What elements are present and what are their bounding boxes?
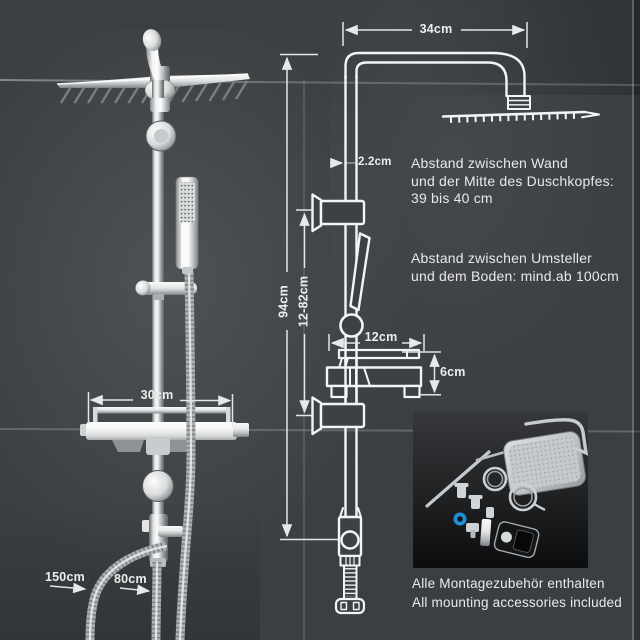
shower-shelf	[80, 407, 249, 455]
wall-edge-right	[634, 0, 640, 640]
dim-12cm-line	[328, 334, 425, 351]
diagram-upper-bracket	[311, 193, 366, 233]
inset-shower-head	[503, 431, 586, 496]
inset-pipe-clamps	[454, 483, 494, 518]
wall-distance-line2: und der Mitte des Duschkopfes:	[411, 172, 614, 189]
wall-shade-top-right	[400, 0, 640, 95]
diagram-hose	[334, 564, 366, 615]
diagram-shower-column	[311, 51, 600, 615]
inset-tee-fitting	[466, 523, 479, 538]
dim-6cm-line	[402, 351, 441, 396]
diverter-knob	[142, 470, 174, 502]
inset-screws	[436, 502, 451, 519]
tile-grout-vertical-right	[632, 0, 634, 640]
floor-distance-line2: und dem Boden: mind.ab 100cm	[411, 267, 619, 284]
diagram-rain-head	[441, 110, 600, 123]
diagram-diverter	[337, 507, 363, 567]
mounting-rod	[425, 450, 491, 508]
dim-34cm-line	[342, 22, 528, 48]
inset-caption-en: All mounting accessories included	[412, 595, 622, 610]
wall-shade-bottom-left	[0, 500, 260, 640]
hose-length-arrows	[49, 582, 151, 596]
dim-94cm-line	[280, 53, 344, 541]
slider-clamp	[135, 280, 197, 300]
hand-shower	[175, 176, 199, 274]
supply-hose-straight	[156, 562, 157, 640]
diagram-hand-shower	[339, 232, 371, 338]
floor-distance-note: Abstand zwischen Umsteller und dem Boden…	[411, 250, 619, 285]
inset-blue-seal-ring	[453, 512, 467, 526]
inset-hose-coils	[482, 466, 546, 512]
dim-94cm-label: 94cm	[276, 285, 291, 318]
inset-caption-de: Alle Montagezubehör enthalten	[412, 576, 605, 591]
top-water-inlet	[142, 29, 167, 84]
wall-bracket	[145, 120, 177, 152]
inset-rail-strip	[480, 518, 492, 547]
wall-distance-line3: 39 bis 40 cm	[411, 190, 493, 206]
diagram-shelf	[325, 341, 423, 407]
dim-2-2cm-label: 2.2cm	[358, 156, 392, 168]
pipe-joint	[150, 98, 170, 112]
dim-12-82cm-label: 12-82cm	[296, 275, 311, 328]
bottom-tee	[142, 514, 184, 567]
inset-shower-arm	[524, 418, 589, 456]
shelf-hook	[233, 423, 249, 437]
diagram-shower-arm	[344, 51, 526, 98]
floor-distance-line1: Abstand zwischen Umsteller	[411, 250, 593, 266]
mounting-rod-short	[475, 450, 507, 462]
accessories-inset	[413, 411, 589, 568]
dim-80cm-label: 80cm	[114, 572, 147, 586]
hand-shower-hose	[180, 271, 191, 640]
inset-hand-unit	[493, 521, 540, 559]
dim-12cm-label: 12cm	[364, 330, 398, 344]
dim-6cm-label: 6cm	[440, 365, 466, 379]
dim-30cm-lines	[87, 392, 234, 427]
photo-shower-system	[56, 29, 250, 640]
dim-150cm-label: 150cm	[45, 570, 85, 584]
dim-30cm-label: 30cm	[140, 388, 174, 402]
wall-distance-note: Abstand zwischen Wand und der Mitte des …	[411, 155, 614, 208]
wall-distance-line1: Abstand zwischen Wand	[411, 155, 568, 171]
diagram-lower-bracket	[311, 396, 366, 436]
dim-34cm-label: 34cm	[419, 22, 453, 36]
diagram-head-connector	[507, 95, 531, 110]
